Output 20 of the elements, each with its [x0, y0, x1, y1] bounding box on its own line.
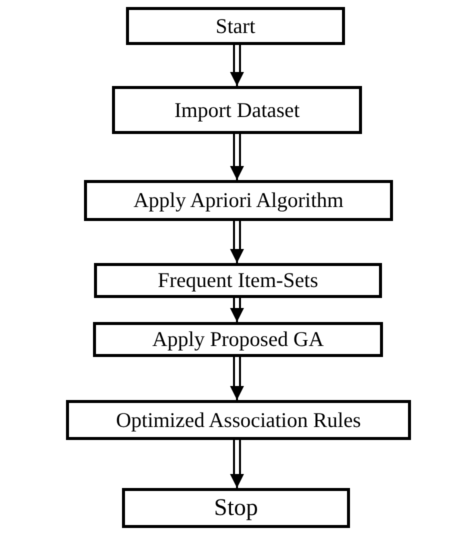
process-box [112, 86, 362, 134]
arrow [230, 220, 244, 263]
process-box [93, 322, 383, 357]
arrow [230, 439, 244, 488]
arrow [230, 297, 244, 322]
step-label: Optimized Association Rules [116, 408, 361, 432]
arrow [230, 356, 244, 400]
process-box [126, 7, 345, 45]
arrow [230, 44, 244, 86]
step-label: Start [216, 14, 256, 38]
step-label: Import Dataset [174, 98, 300, 122]
step-label: Stop [214, 494, 258, 522]
arrow [230, 133, 244, 180]
process-box [66, 400, 411, 440]
process-box [122, 488, 350, 528]
step-label: Apply Proposed GA [152, 327, 324, 352]
step-label: Frequent Item-Sets [158, 268, 318, 293]
step-label: Apply Apriori Algorithm [134, 188, 344, 213]
process-box [84, 180, 393, 221]
process-box [94, 263, 382, 298]
